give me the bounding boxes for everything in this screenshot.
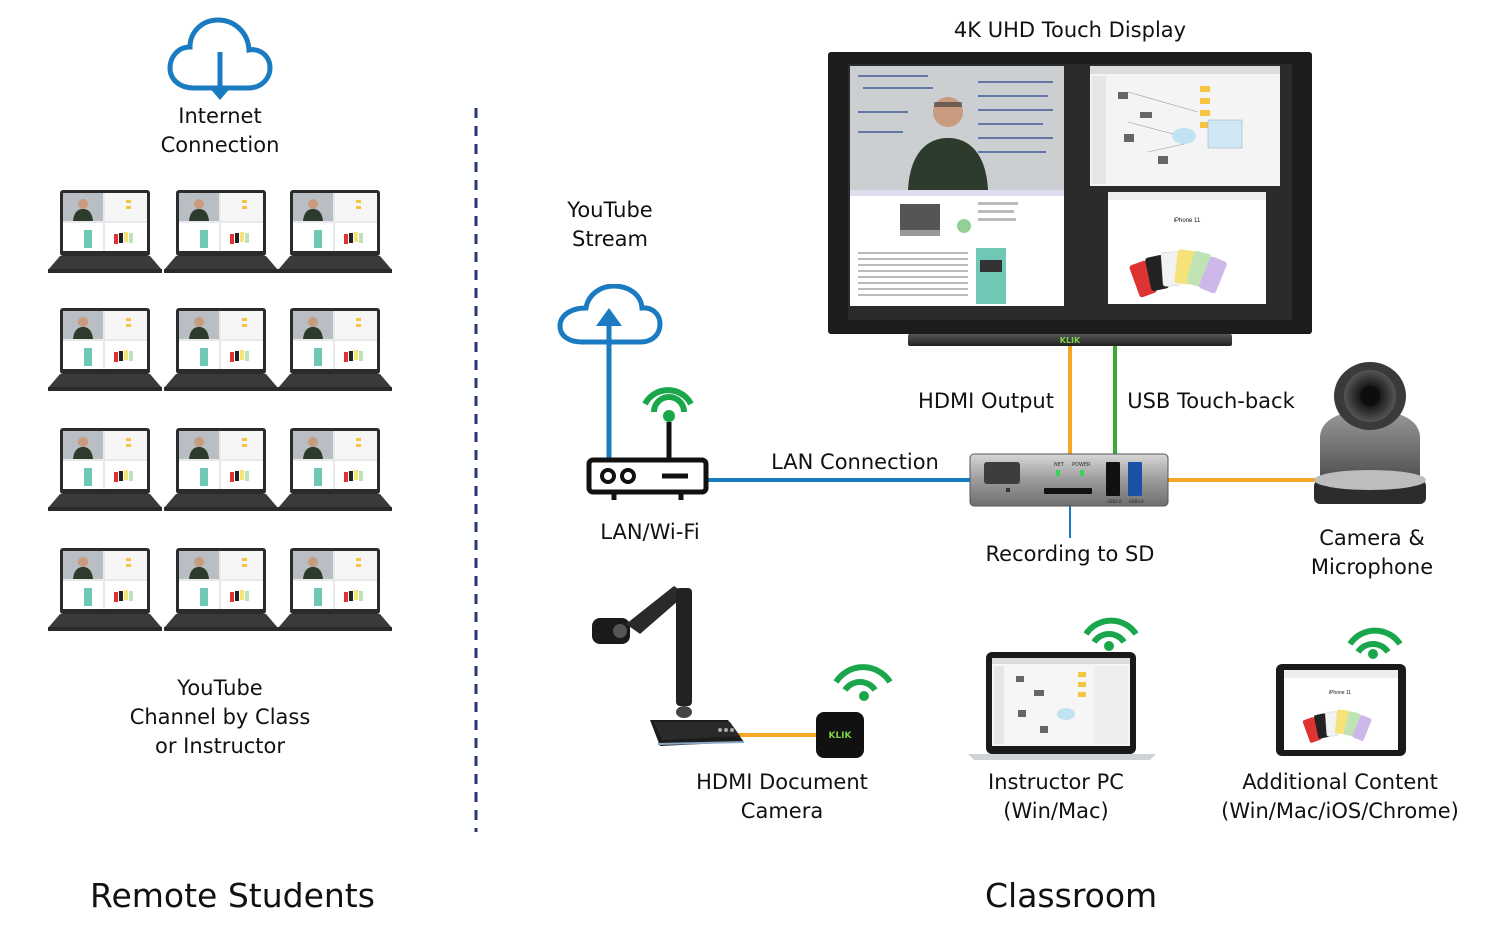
remote-student-laptop bbox=[164, 308, 278, 391]
youtube-channel-label: YouTube Channel by Class or Instructor bbox=[129, 676, 311, 758]
display-klik-logo: KLIK bbox=[1060, 336, 1081, 345]
lan-wifi-label: LAN/Wi-Fi bbox=[600, 520, 700, 544]
usb2-label: USB2.0 bbox=[1107, 499, 1122, 504]
internet-connection-label: Internet Connection bbox=[160, 104, 280, 157]
hdmi-output-label: HDMI Output bbox=[918, 389, 1054, 413]
router-icon bbox=[586, 387, 709, 500]
power-label: POWER bbox=[1072, 462, 1091, 468]
instructor-pc-label: Instructor PC (Win/Mac) bbox=[988, 770, 1124, 823]
ptz-camera-icon bbox=[1314, 362, 1426, 504]
remote-student-laptop bbox=[48, 548, 162, 631]
section-title-classroom: Classroom bbox=[985, 876, 1158, 915]
remote-student-laptop bbox=[164, 428, 278, 511]
remote-student-laptop bbox=[278, 308, 392, 391]
document-camera-label: HDMI Document Camera bbox=[696, 770, 868, 823]
dongle-klik-logo: KLIK bbox=[828, 731, 852, 741]
remote-student-laptop bbox=[48, 190, 162, 273]
usb3-label: USB3.0 bbox=[1129, 499, 1144, 504]
youtube-stream-label: YouTube Stream bbox=[567, 198, 653, 251]
document-camera-icon bbox=[592, 586, 745, 746]
touch-display: iPhone 11 KLIK bbox=[828, 52, 1312, 346]
klik-box-device: NET POWER USB2.0 USB3.0 bbox=[969, 453, 1169, 507]
remote-student-laptop bbox=[48, 308, 162, 391]
recording-sd-label: Recording to SD bbox=[985, 542, 1155, 566]
stream-arrow-overlay bbox=[596, 308, 622, 358]
additional-content-label: Additional Content (Win/Mac/iOS/Chrome) bbox=[1221, 770, 1459, 823]
tablet-device: iPhone 11 bbox=[1276, 627, 1406, 756]
net-label: NET bbox=[1054, 462, 1065, 468]
usb-touchback-label: USB Touch-back bbox=[1127, 389, 1295, 413]
klik-dongle-device: KLIK bbox=[816, 664, 893, 758]
internet-cloud-icon bbox=[167, 17, 273, 100]
instructor-pc-laptop bbox=[968, 617, 1156, 760]
remote-student-laptop bbox=[278, 428, 392, 511]
tablet-iphone-title: iPhone 11 bbox=[1329, 690, 1351, 696]
display-label: 4K UHD Touch Display bbox=[953, 18, 1187, 42]
section-title-remote-students: Remote Students bbox=[90, 876, 375, 915]
lan-connection-label: LAN Connection bbox=[771, 450, 939, 474]
remote-student-laptop bbox=[164, 548, 278, 631]
remote-student-laptop bbox=[164, 190, 278, 273]
remote-student-laptop bbox=[48, 428, 162, 511]
remote-student-laptop bbox=[278, 190, 392, 273]
camera-microphone-label: Camera & Microphone bbox=[1310, 526, 1434, 579]
remote-laptop-grid bbox=[48, 190, 393, 635]
remote-student-laptop bbox=[278, 548, 392, 631]
iphone-title: iPhone 11 bbox=[1174, 218, 1201, 224]
